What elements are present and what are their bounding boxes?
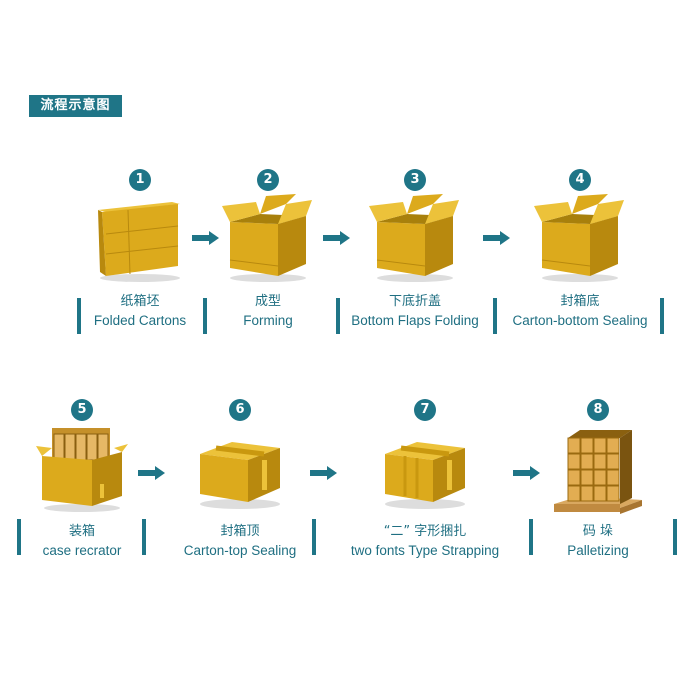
label-divider [17, 519, 21, 555]
step-label: 装箱 case recrator [0, 523, 177, 561]
arrow-right-icon [513, 465, 540, 484]
arrow-right-icon [323, 230, 350, 249]
step-number-badge: 1 [129, 169, 151, 191]
step-number-badge: 3 [404, 169, 426, 191]
step-label: 下底折盖 Bottom Flaps Folding [320, 293, 510, 331]
open-box-icon [220, 194, 316, 288]
step-number-badge: 4 [569, 169, 591, 191]
folded-cartons-icon [92, 194, 188, 288]
arrow-right-icon [310, 465, 337, 484]
step-label: 纸箱坯 Folded Cartons [45, 293, 235, 331]
label-divider [142, 519, 146, 555]
label-divider [203, 298, 207, 334]
pallet-icon [550, 424, 646, 524]
step-label-en: Carton-top Sealing [183, 543, 297, 558]
arrow-right-icon [192, 230, 219, 249]
step-label-en: Folded Cartons [93, 313, 187, 328]
open-box-icon [367, 194, 463, 288]
section-title: 流程示意图 [29, 95, 122, 117]
step-label: “二” 字形捆扎 two fonts Type Strapping [330, 523, 520, 561]
sealed-box-icon [192, 424, 288, 518]
step-number-badge: 2 [257, 169, 279, 191]
step-label: 码 垛 Palletizing [503, 523, 693, 561]
arrow-right-icon [138, 465, 165, 484]
step-label-cn: 下底折盖 [388, 294, 441, 309]
strapped-box-icon [377, 424, 473, 518]
open-box-icon [532, 194, 628, 288]
label-divider [336, 298, 340, 334]
step-label-en: Forming [243, 313, 293, 328]
step-label-cn: 成型 [254, 294, 281, 309]
label-divider [493, 298, 497, 334]
step-label-en: Bottom Flaps Folding [351, 313, 479, 328]
step-number-badge: 5 [71, 399, 93, 421]
arrow-right-icon [483, 230, 510, 249]
step-label-cn: 纸箱坯 [120, 294, 160, 309]
step-label-en: Palletizing [567, 543, 629, 558]
step-number-badge: 6 [229, 399, 251, 421]
label-divider [529, 519, 533, 555]
label-divider [673, 519, 677, 555]
step-label-cn: 装箱 [68, 524, 95, 539]
label-divider [312, 519, 316, 555]
step-label-en: case recrator [42, 543, 122, 558]
step-label-cn: 码 垛 [582, 524, 614, 539]
step-label: 封箱底 Carton-bottom Sealing [485, 293, 675, 331]
step-label: 成型 Forming [173, 293, 363, 331]
step-label-cn: 封箱底 [560, 294, 600, 309]
label-divider [77, 298, 81, 334]
step-label: 封箱顶 Carton-top Sealing [145, 523, 335, 561]
step-label-en: Carton-bottom Sealing [512, 313, 648, 328]
step-label-en: two fonts Type Strapping [350, 543, 500, 558]
step-label-cn: “二” 字形捆扎 [383, 524, 467, 539]
label-divider [660, 298, 664, 334]
packed-box-icon [34, 424, 130, 518]
step-label-cn: 封箱顶 [220, 524, 260, 539]
step-number-badge: 8 [587, 399, 609, 421]
step-number-badge: 7 [414, 399, 436, 421]
